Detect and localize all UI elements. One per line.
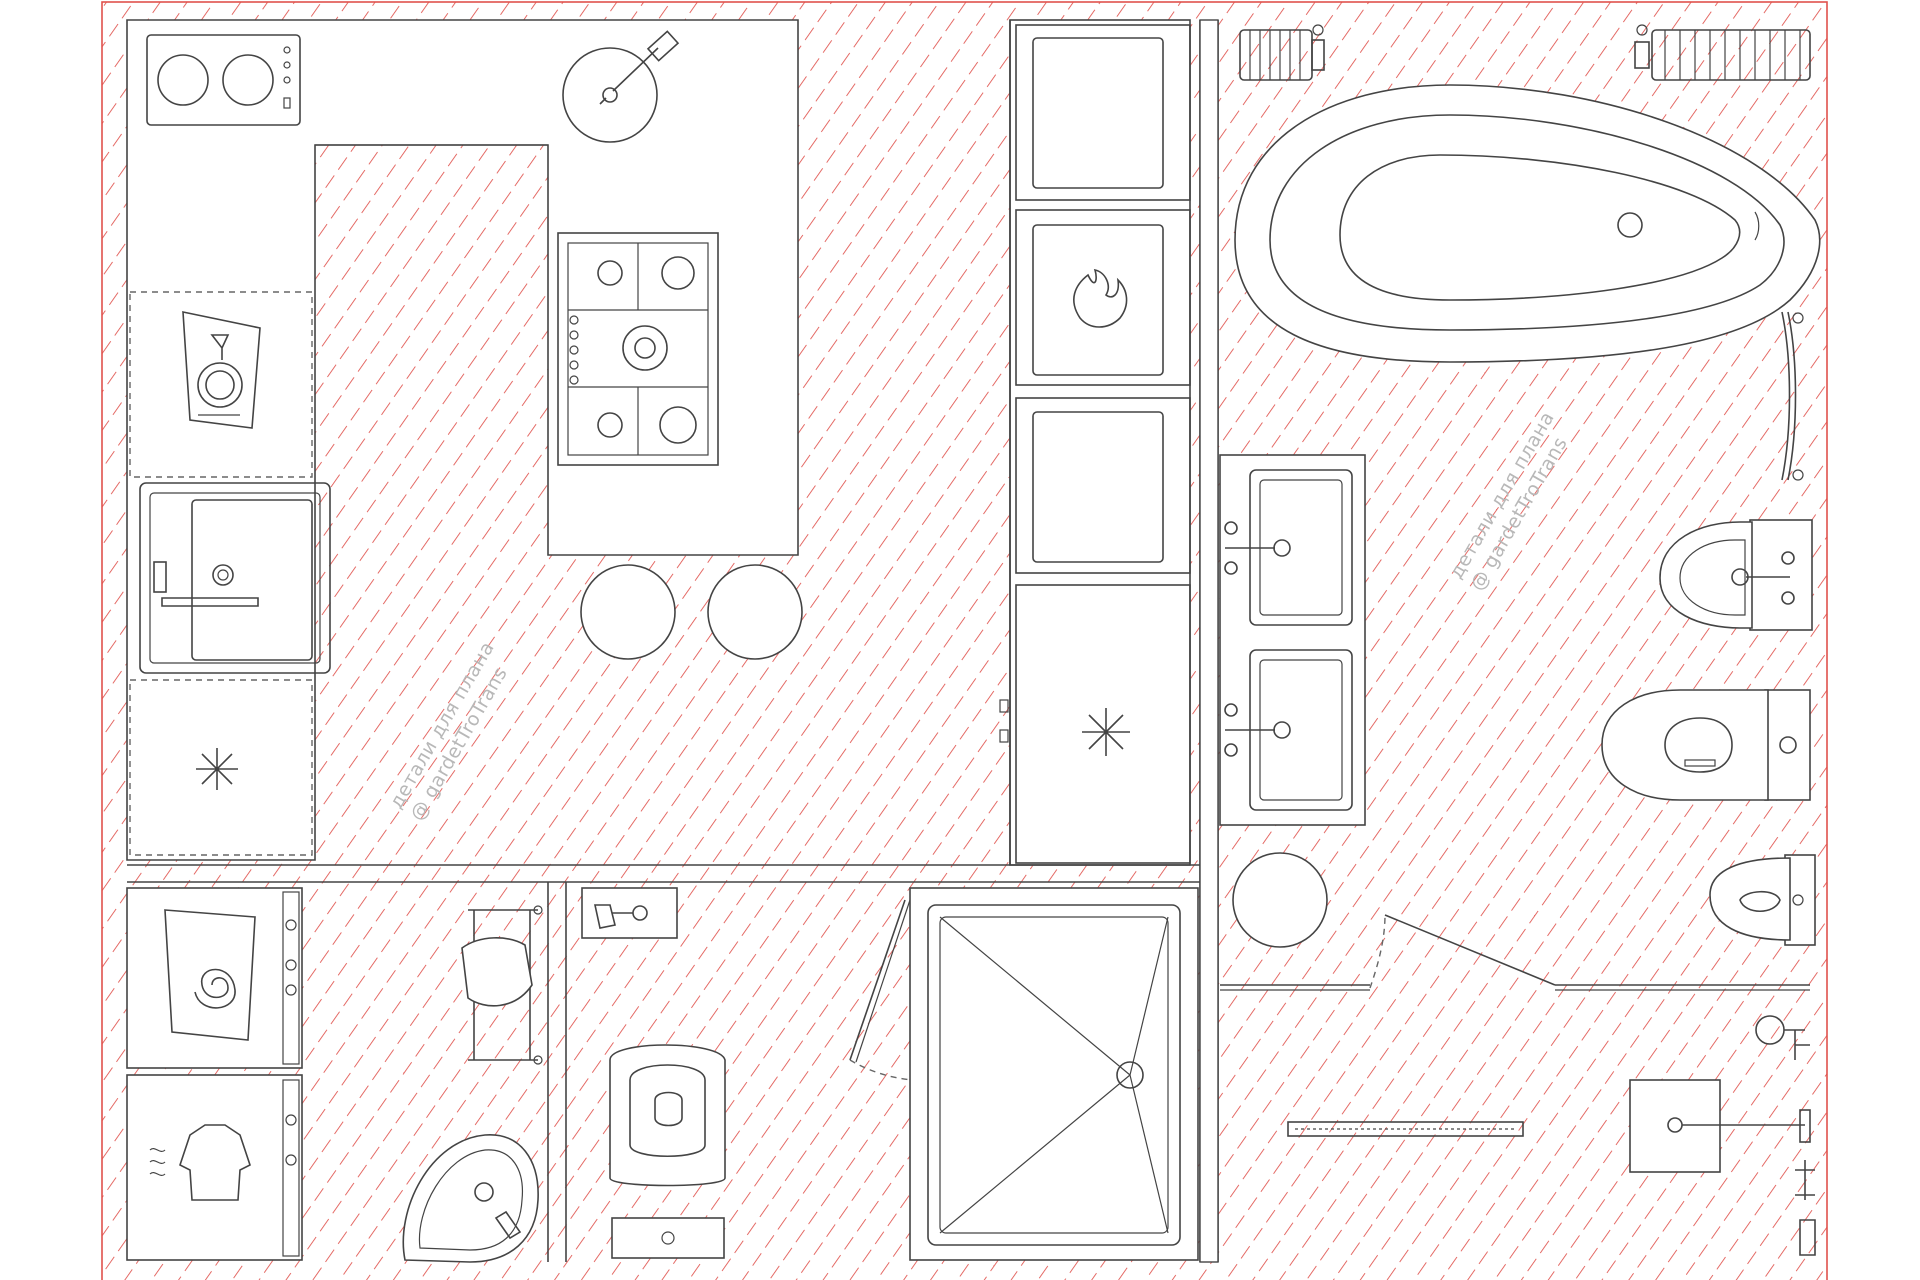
kitchen-zone bbox=[126, 19, 803, 861]
tap-icon bbox=[1795, 1160, 1815, 1200]
tall-units-zone bbox=[999, 19, 1191, 866]
floor-shower-icon bbox=[1629, 1079, 1811, 1173]
radiator-icon bbox=[1239, 24, 1325, 81]
laundry-zone bbox=[126, 887, 726, 1263]
urinal-icon bbox=[1709, 854, 1816, 946]
island-sink-icon bbox=[562, 30, 680, 143]
robe-hook-icon bbox=[1755, 1015, 1810, 1060]
toilet-icon bbox=[609, 1044, 726, 1259]
mixer-icon bbox=[581, 887, 678, 939]
towel-rail-icon bbox=[461, 905, 543, 1065]
bar-stool-icon bbox=[580, 564, 676, 660]
basin-icon bbox=[402, 1134, 539, 1263]
dryer-icon bbox=[126, 1074, 303, 1261]
induction-hob-icon bbox=[146, 34, 301, 126]
fridge-icon bbox=[1015, 584, 1191, 864]
stool-icon bbox=[1232, 852, 1328, 948]
drain-channel-icon bbox=[1287, 1121, 1524, 1137]
shower-tray-icon bbox=[849, 887, 1199, 1261]
freezer-icon bbox=[129, 679, 313, 856]
radiator-icon bbox=[1634, 24, 1811, 81]
washing-machine-icon bbox=[126, 887, 303, 1069]
walls bbox=[127, 19, 1219, 1263]
bidet-icon bbox=[1659, 519, 1813, 631]
tap-icon bbox=[1799, 1219, 1816, 1256]
flame-icon bbox=[1073, 268, 1128, 328]
double-basin-icon bbox=[1219, 454, 1366, 826]
glass-partition bbox=[1220, 914, 1810, 991]
kitchen-sink-icon bbox=[139, 482, 331, 674]
bar-stool-icon bbox=[707, 564, 803, 660]
dishwasher-icon bbox=[129, 291, 313, 478]
toilet-icon bbox=[1601, 689, 1811, 801]
cabinet-icon bbox=[1015, 397, 1191, 574]
grab-bar-icon bbox=[1781, 311, 1804, 481]
bathroom-zone bbox=[1219, 24, 1821, 1256]
oven-icon bbox=[1015, 209, 1191, 386]
bathtub-icon bbox=[1234, 84, 1821, 363]
gas-hob-icon bbox=[557, 232, 719, 466]
